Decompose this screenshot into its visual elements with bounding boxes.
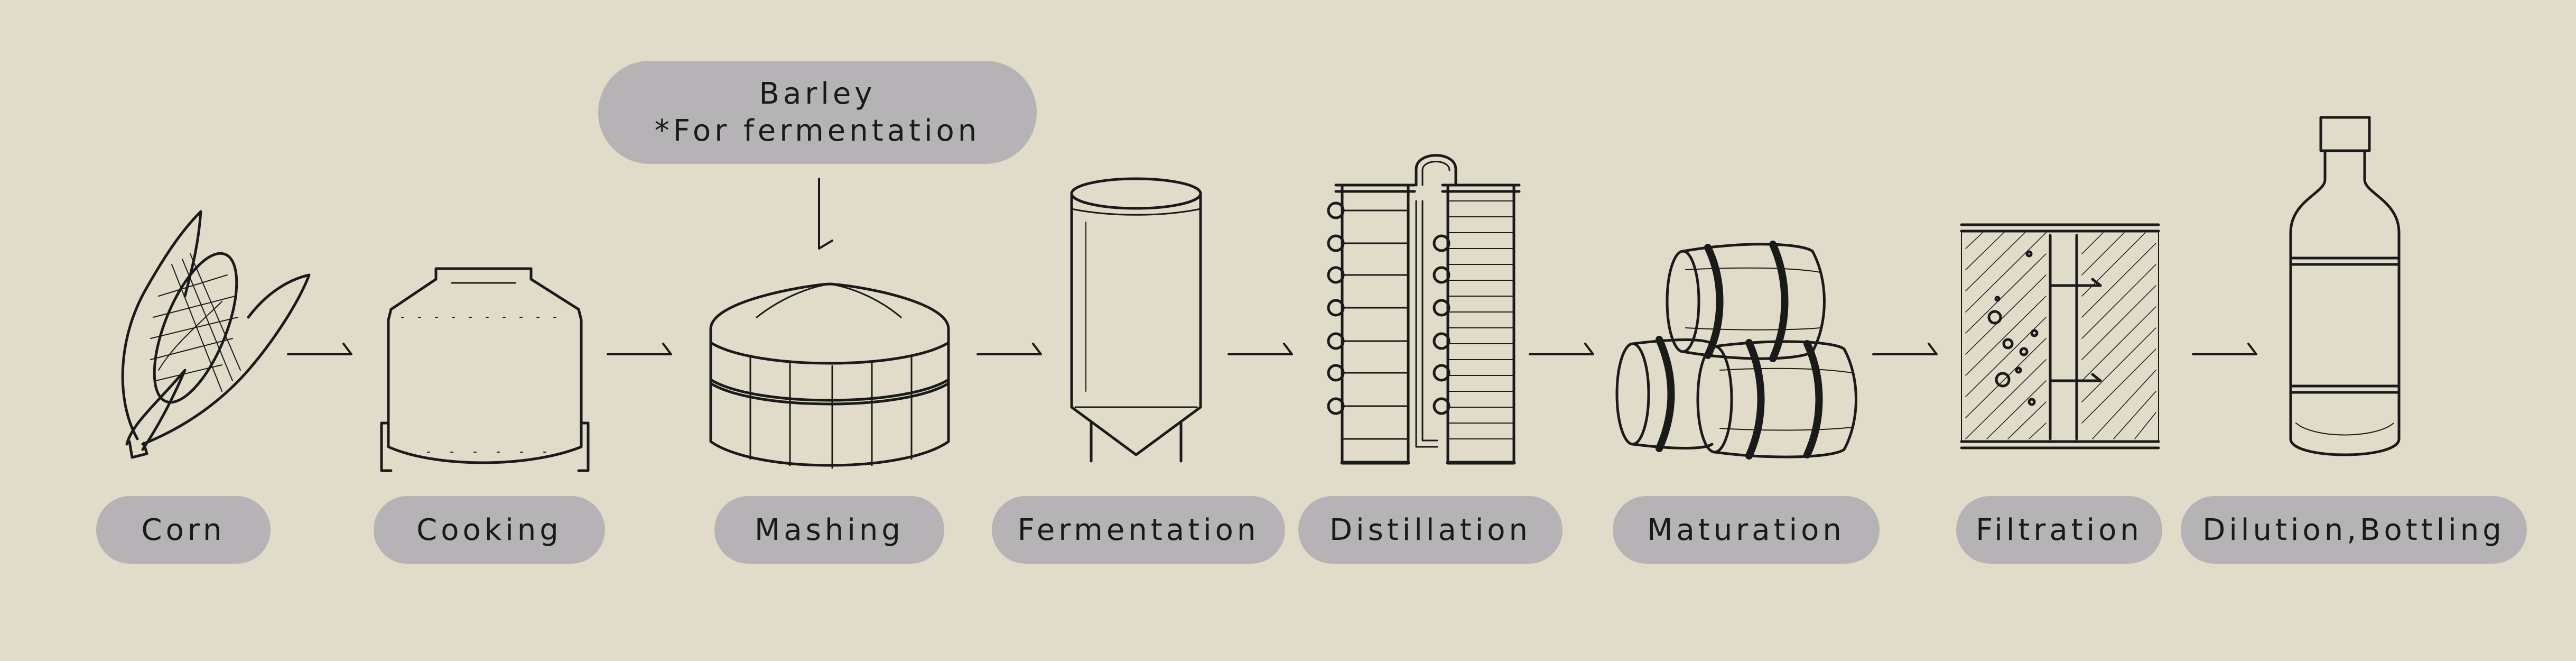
step-label-cooking: Cooking bbox=[374, 496, 605, 564]
cooker-tank-icon bbox=[380, 267, 590, 472]
step-label-distillation: Distillation bbox=[1298, 496, 1563, 564]
arrow-6 bbox=[1872, 343, 1938, 355]
callout-line-1: Barley bbox=[759, 76, 876, 111]
still-column-icon bbox=[1327, 154, 1521, 465]
arrow-2 bbox=[607, 343, 672, 355]
arrow-7 bbox=[2192, 343, 2257, 355]
step-label-maturation: Maturation bbox=[1613, 496, 1880, 564]
corn-icon bbox=[121, 210, 311, 459]
barrels-icon bbox=[1615, 241, 1857, 460]
arrow-3 bbox=[977, 343, 1042, 355]
mash-tun-icon bbox=[709, 282, 950, 469]
arrow-5 bbox=[1529, 343, 1594, 355]
fermenter-icon bbox=[1070, 177, 1202, 463]
step-label-filtration: Filtration bbox=[1956, 496, 2162, 564]
step-label-mashing: Mashing bbox=[714, 496, 944, 564]
callout-pointer bbox=[818, 178, 833, 250]
step-label-dilution-bottling: Dilution,Bottling bbox=[2181, 496, 2527, 564]
arrow-4 bbox=[1227, 343, 1293, 355]
step-label-fermentation: Fermentation bbox=[992, 496, 1285, 564]
barley-callout: Barley *For fermentation bbox=[598, 61, 1037, 164]
bottle-icon bbox=[2289, 116, 2401, 456]
arrow-1 bbox=[287, 343, 352, 355]
callout-line-2: *For fermentation bbox=[654, 113, 981, 148]
filter-icon bbox=[1960, 223, 2160, 449]
flow-arrows bbox=[287, 178, 2257, 355]
step-label-corn: Corn bbox=[96, 496, 271, 564]
